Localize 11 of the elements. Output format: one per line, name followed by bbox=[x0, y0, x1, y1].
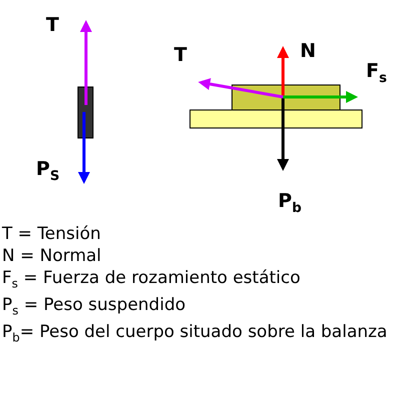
definition-text: F$_{s}$ = Fuerza de rozamiento estático bbox=[2, 267, 302, 292]
force-label: N bbox=[300, 42, 316, 61]
force-label: T bbox=[46, 16, 59, 35]
definition-text: T = Tensión bbox=[2, 223, 102, 245]
force-label: P$_{S}$ bbox=[36, 160, 60, 184]
definition-text: N = Normal bbox=[2, 245, 102, 267]
force-label: P$_{b}$ bbox=[278, 192, 302, 216]
force-label: F$_{s}$ bbox=[366, 62, 387, 86]
definition-text: P$_{s}$ = Peso suspendido bbox=[2, 294, 187, 320]
force-label: T bbox=[174, 46, 187, 65]
definition-text: P$_{b}$= Peso del cuerpo situado sobre la balanza bbox=[2, 321, 388, 346]
